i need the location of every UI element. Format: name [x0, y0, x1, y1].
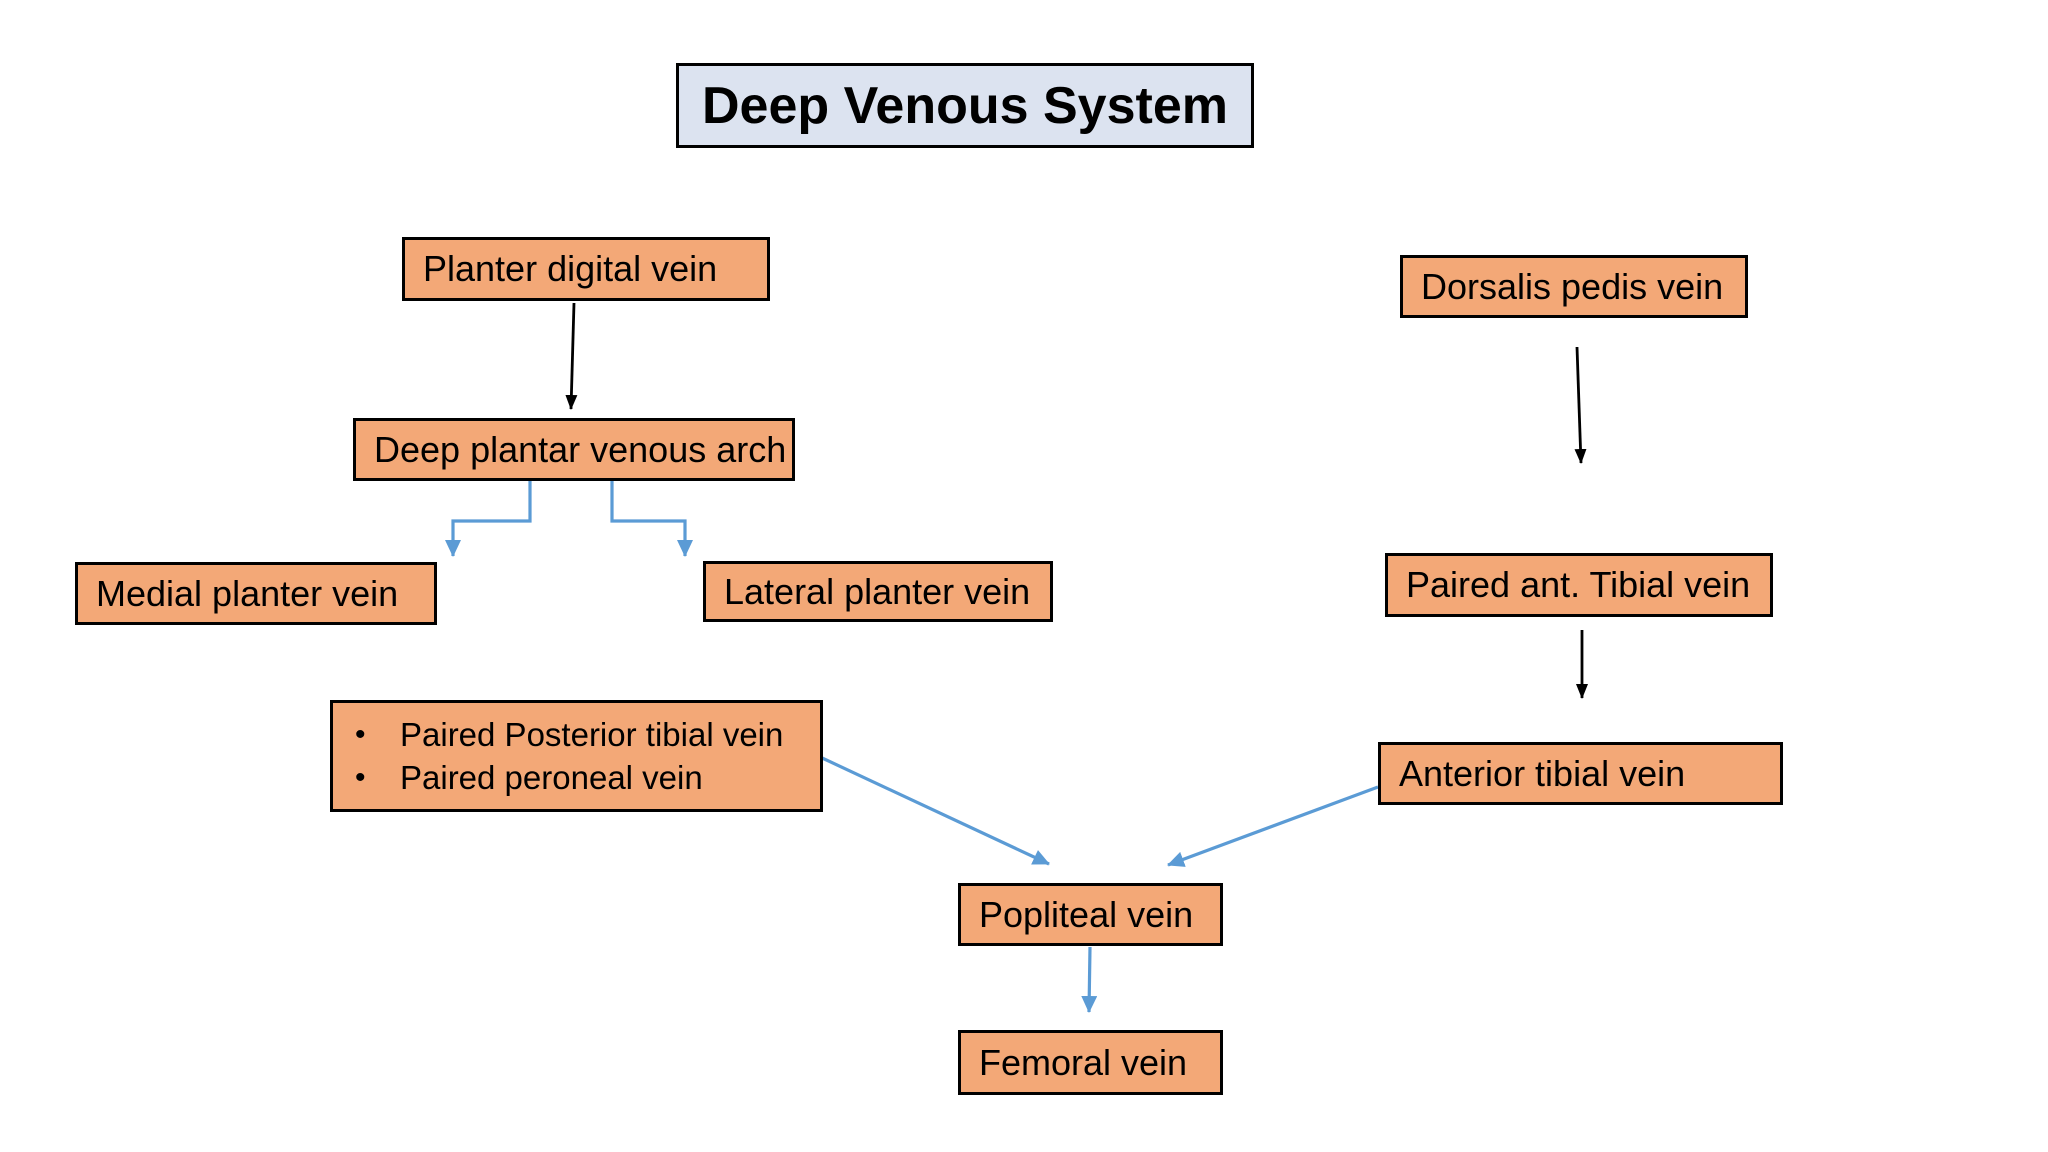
node-dorsalis-pedis-vein: Dorsalis pedis vein [1400, 255, 1748, 318]
arrow-deep-plantar-arch-to-lateral-planter [610, 481, 693, 557]
bullet-icon: • [355, 760, 366, 794]
node-label: Femoral vein [979, 1041, 1188, 1083]
node-medial-planter-vein: Medial planter vein [75, 562, 437, 625]
node-popliteal-vein: Popliteal vein [958, 883, 1223, 946]
arrow-paired-posterior-to-popliteal [819, 755, 1050, 866]
node-label: Popliteal vein [979, 893, 1194, 935]
node-label: Dorsalis pedis vein [1421, 265, 1724, 307]
arrow-planter-digital-to-deep-plantar-arch [565, 302, 578, 410]
node-planter-digital-vein: Planter digital vein [402, 237, 770, 301]
node-label: Deep plantar venous arch [374, 428, 787, 470]
node-label: Medial planter vein [96, 572, 399, 614]
bullet-icon: • [355, 717, 366, 751]
bullet-item: • Paired peroneal vein [355, 761, 820, 794]
arrow-popliteal-to-femoral [1081, 946, 1098, 1013]
node-label: Paired ant. Tibial vein [1406, 564, 1751, 605]
bullet-item-label: Paired Posterior tibial vein [400, 716, 784, 753]
arrow-deep-plantar-arch-to-medial-planter [445, 481, 532, 557]
node-label: Lateral planter vein [724, 570, 1031, 612]
node-femoral-vein: Femoral vein [958, 1030, 1223, 1095]
diagram-title: Deep Venous System [676, 63, 1254, 148]
node-label: Planter digital vein [423, 248, 718, 289]
node-deep-plantar-venous-arch: Deep plantar venous arch [353, 418, 795, 481]
node-paired-ant-tibial-vein: Paired ant. Tibial vein [1385, 553, 1773, 617]
node-anterior-tibial-vein: Anterior tibial vein [1378, 742, 1783, 805]
arrow-dorsalis-pedis-to-paired-ant-tibial [1574, 346, 1587, 464]
diagram-title-text: Deep Venous System [702, 76, 1228, 135]
bullet-item: • Paired Posterior tibial vein [355, 718, 820, 751]
bullet-item-label: Paired peroneal vein [400, 759, 703, 796]
node-paired-tibial-peroneal-veins: • Paired Posterior tibial vein • Paired … [330, 700, 823, 812]
arrow-anterior-tibial-to-popliteal [1167, 785, 1379, 867]
node-label: Anterior tibial vein [1399, 752, 1686, 794]
node-lateral-planter-vein: Lateral planter vein [703, 561, 1053, 622]
